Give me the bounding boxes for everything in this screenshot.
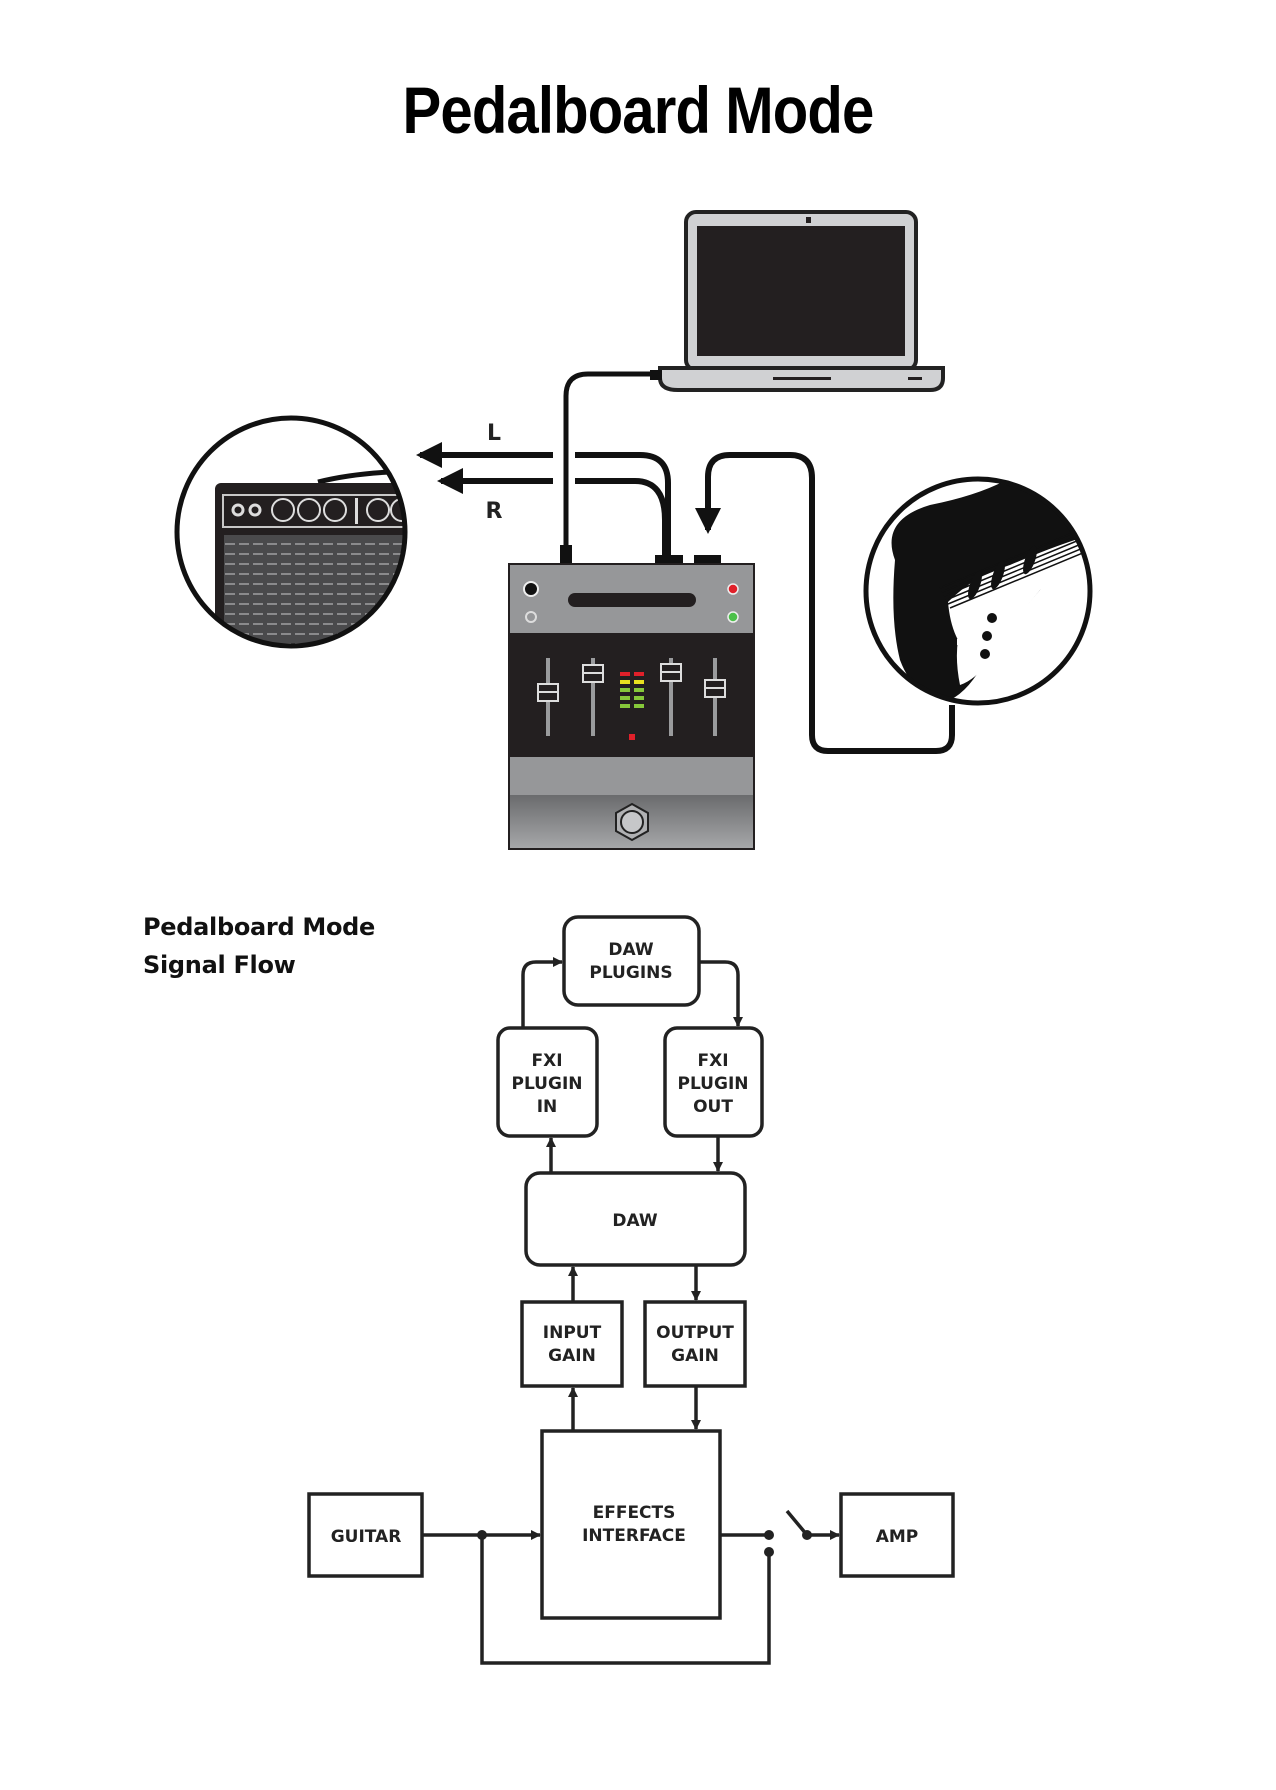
output-connector [655,555,683,564]
signal-flow-diagram [307,915,955,1665]
junction-dots [477,1530,812,1557]
input-gain-label-2: GAIN [548,1346,596,1366]
fader-3 [660,658,682,736]
daw-box [524,1171,747,1267]
fxi-in-label-3: IN [537,1097,558,1117]
effects-interface-label-1: EFFECTS [593,1503,676,1523]
effects-interface-box [540,1429,722,1620]
led-red [727,583,739,595]
fxi-out-label-2: PLUGIN [678,1074,749,1094]
block-labels: DAW PLUGINS FXI PLUGIN IN FXI PLUGIN OUT… [331,940,919,1547]
usb-cable [563,371,655,545]
level-meter [620,672,644,740]
fader-1 [537,658,559,736]
footswitch-icon [615,802,649,842]
input-gain-box [520,1300,624,1388]
output-gain-label-2: GAIN [671,1346,719,1366]
laptop-icon [658,210,945,392]
guitar-label: GUITAR [331,1527,402,1547]
input-gain-label-1: INPUT [543,1323,602,1343]
daw-label: DAW [612,1211,658,1231]
output-gain-box [643,1300,747,1388]
usb-connector-laptop [650,370,662,380]
fader-4 [704,658,726,736]
daw-plugins-label-1: DAW [608,940,654,960]
effects-interface-pedal-icon [508,563,755,850]
bypass-loop [480,1535,771,1665]
led-green [727,611,739,623]
right-channel-label: R [486,499,503,524]
input-connector [694,555,721,564]
electric-guitar-icon [863,476,1093,706]
daw-plugins-label-2: PLUGINS [589,963,672,983]
page-title: Pedalboard Mode [402,73,875,147]
switch-arm [785,1509,809,1537]
fader-2 [582,658,604,736]
daw-plugins-to-fxi-out [699,960,743,1027]
jack-2 [525,611,537,623]
fxi-out-label-3: OUT [693,1097,733,1117]
daw-plugins-box [562,915,701,1007]
cables [416,370,955,754]
signal-flow-heading-line-1: Pedalboard Mode [143,913,376,941]
guitar-box [307,1492,424,1578]
guitar-input-cable [695,452,955,754]
fxi-in-label-1: FXI [531,1051,562,1071]
usb-connector-pedal [560,545,572,563]
jack-1 [523,581,539,597]
fxi-plugin-in-box [496,1026,599,1138]
effects-interface-label-2: INTERFACE [582,1526,686,1546]
signal-flow-heading: Pedalboard Mode Signal Flow [143,908,375,984]
signal-flow-heading-line-2: Signal Flow [143,951,296,979]
output-gain-label-1: OUTPUT [656,1323,734,1343]
fxi-in-label-2: PLUGIN [512,1074,583,1094]
amp-box [839,1492,955,1578]
amp-label: AMP [876,1527,919,1547]
fxi-out-label-1: FXI [697,1051,728,1071]
left-channel-label: L [487,421,501,446]
amplifier-icon [174,415,408,649]
display-slot [568,593,696,607]
fxi-in-to-daw-plugins [521,957,563,1028]
fxi-plugin-out-box [663,1026,764,1138]
